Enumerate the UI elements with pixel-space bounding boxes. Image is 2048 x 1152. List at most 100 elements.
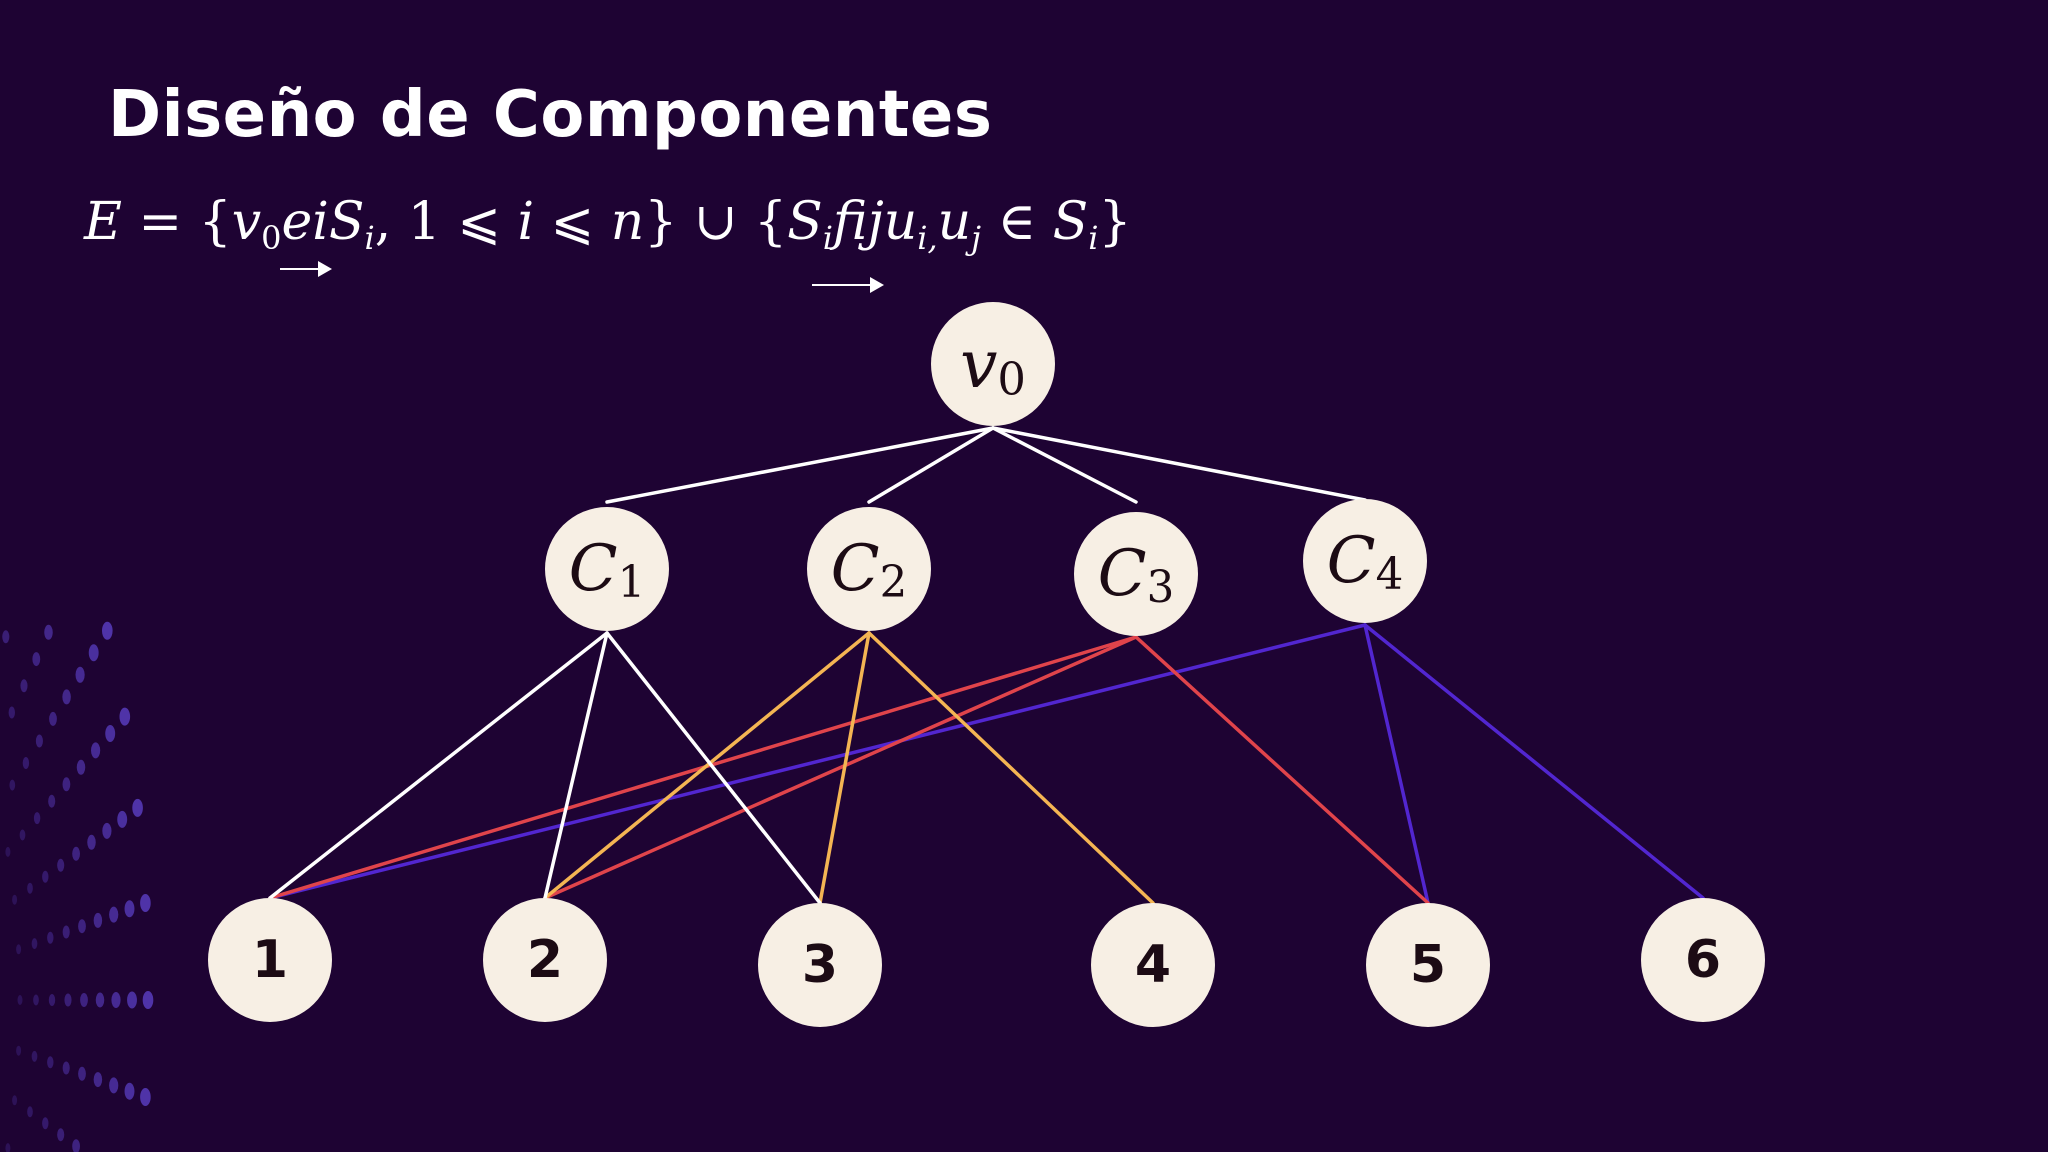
edge-c4-5	[1363, 623, 1430, 905]
decor-dot	[8, 706, 15, 719]
decor-dot	[16, 1045, 22, 1056]
decor-dot	[19, 829, 26, 841]
decor-dot	[93, 1072, 103, 1088]
decor-dot	[62, 777, 71, 792]
decor-dot	[42, 870, 49, 883]
decor-dot	[127, 991, 137, 1009]
decor-dot	[16, 944, 22, 955]
node-element-5-label: 5	[1410, 935, 1446, 995]
decor-dot	[20, 679, 28, 693]
slide-title: Diseño de Componentes	[108, 78, 993, 152]
decor-dot	[48, 994, 56, 1006]
node-element-4: 4	[1091, 903, 1215, 1027]
set-formula: E = {v0eiSi, 1 ⩽ i ⩽ n} ∪ {Sifijui,uj ∈ …	[84, 192, 1132, 257]
edge-v0-c2	[867, 426, 995, 504]
decor-dot	[140, 894, 151, 912]
decor-dot	[31, 938, 38, 950]
decor-dot	[72, 1139, 80, 1152]
node-c1-label: C1	[569, 532, 646, 608]
node-element-2-label: 2	[527, 930, 563, 990]
node-element-1-circle	[208, 898, 332, 1022]
node-c3: C3	[1074, 512, 1198, 636]
decor-dot	[22, 757, 30, 769]
formula-arrow-2	[812, 277, 884, 293]
decor-dot	[62, 1061, 70, 1075]
decor-dot	[78, 919, 86, 934]
edge-c2-3	[818, 631, 871, 905]
node-element-3-label: 3	[802, 935, 838, 995]
decor-dot	[105, 725, 116, 742]
edge-v0-c1	[605, 426, 995, 504]
node-element-6: 6	[1641, 898, 1765, 1022]
decor-dot	[64, 993, 72, 1007]
graph-edges	[268, 426, 1705, 905]
decor-dot	[12, 1095, 18, 1106]
decor-dot	[49, 711, 57, 726]
node-element-6-label: 6	[1685, 930, 1721, 990]
decor-dot	[140, 1088, 151, 1106]
node-element-2: 2	[483, 898, 607, 1022]
node-c4-label: C4	[1327, 524, 1404, 600]
node-v0-circle	[931, 302, 1055, 426]
node-element-1: 1	[208, 898, 332, 1022]
edge-c2-2	[543, 631, 871, 900]
decor-dot	[87, 834, 96, 850]
decor-dot	[124, 1082, 135, 1100]
decor-dot	[80, 993, 88, 1007]
node-c3-label: C3	[1098, 537, 1175, 613]
node-c1: C1	[545, 507, 669, 631]
decor-dot	[17, 995, 23, 1005]
decor-dot	[33, 812, 41, 825]
decor-dot	[31, 1050, 38, 1062]
decor-dot	[111, 992, 121, 1008]
decor-dot	[9, 779, 16, 791]
decor-dot	[5, 1143, 11, 1152]
decor-dot	[88, 644, 99, 662]
decor-dot	[72, 846, 80, 861]
decor-dot	[93, 912, 103, 928]
edge-c1-2	[543, 631, 609, 900]
decor-dot	[102, 822, 112, 839]
node-element-4-circle	[1091, 903, 1215, 1027]
node-c4-circle	[1303, 499, 1427, 623]
node-element-6-circle	[1641, 898, 1765, 1022]
decor-dot	[91, 742, 101, 759]
node-element-3-circle	[758, 903, 882, 1027]
node-c2: C2	[807, 507, 931, 631]
decor-dot	[27, 1106, 33, 1118]
decor-dot	[117, 810, 128, 828]
decor-dot	[35, 734, 43, 748]
edge-c2-4	[867, 631, 1155, 905]
node-element-4-label: 4	[1135, 935, 1171, 995]
edge-v0-c4	[991, 426, 1367, 502]
node-c3-circle	[1074, 512, 1198, 636]
decor-dot	[47, 1056, 54, 1069]
decor-dot	[62, 925, 70, 939]
decor-dot	[48, 794, 56, 808]
edge-c4-1	[268, 623, 1367, 900]
node-v0: v0	[931, 302, 1055, 426]
decor-dot	[76, 759, 86, 775]
decor-dot	[33, 994, 39, 1006]
decor-dot	[12, 894, 18, 905]
decor-dot	[62, 689, 71, 705]
decor-dot	[78, 1066, 86, 1081]
decor-dot	[95, 992, 105, 1008]
decor-dot	[142, 991, 154, 1009]
decor-dot	[5, 846, 11, 857]
edge-c3-5	[1134, 635, 1430, 905]
node-c2-label: C2	[831, 532, 908, 608]
decor-dot	[2, 630, 10, 644]
decor-dot	[119, 707, 131, 726]
edge-c3-2	[543, 635, 1138, 900]
edge-c1-3	[605, 631, 822, 905]
node-c2-circle	[807, 507, 931, 631]
decor-dot	[75, 666, 85, 683]
decor-dot	[57, 1128, 65, 1142]
decor-dot	[109, 1077, 119, 1094]
edge-v0-c3	[991, 426, 1138, 504]
